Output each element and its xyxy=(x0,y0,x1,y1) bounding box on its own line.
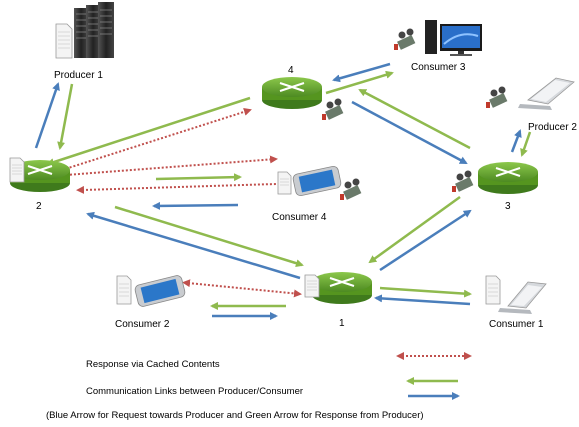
response-arrow xyxy=(155,173,242,182)
laptop-icon xyxy=(498,281,547,314)
router-icon xyxy=(10,160,70,192)
cached-response-arrow xyxy=(61,108,252,171)
router-icon xyxy=(312,272,372,304)
request-arrow xyxy=(332,62,391,83)
phone-icon xyxy=(292,165,342,197)
request-arrow xyxy=(374,294,471,306)
arrows xyxy=(34,62,532,320)
document-icon xyxy=(485,275,501,305)
legend-cached-label: Response via Cached Contents xyxy=(86,359,220,370)
desktop-icon xyxy=(425,20,482,56)
consumer-1 xyxy=(485,275,547,314)
response-arrow xyxy=(379,286,472,298)
camera-icon xyxy=(486,86,508,108)
legend-note: (Blue Arrow for Request towards Producer… xyxy=(46,410,424,421)
request-arrow xyxy=(510,129,522,153)
request-arrow xyxy=(34,82,60,149)
router-2 xyxy=(9,157,70,192)
request-arrow xyxy=(86,211,301,280)
consumer-2 xyxy=(116,275,186,307)
response-arrow xyxy=(358,88,471,150)
producer-1 xyxy=(55,2,114,59)
laptop-icon xyxy=(518,77,575,110)
producer-1-label: Producer 1 xyxy=(54,70,103,81)
consumer-4 xyxy=(277,165,362,200)
cached-response-arrow xyxy=(182,279,302,298)
response-arrow xyxy=(57,83,74,150)
router-1 xyxy=(304,272,372,304)
cached-response-arrow xyxy=(76,183,277,194)
router-icon xyxy=(478,162,538,194)
router-icon xyxy=(262,77,322,109)
consumer-3-label: Consumer 3 xyxy=(411,62,466,73)
response-arrow xyxy=(46,96,251,166)
legend: Response via Cached Contents Communicati… xyxy=(46,352,472,421)
cached-response-arrow xyxy=(60,155,278,179)
document-icon xyxy=(277,171,292,195)
camera-icon xyxy=(322,98,344,120)
document-icon xyxy=(9,157,25,183)
document-icon xyxy=(116,275,132,305)
legend-links-label: Communication Links between Producer/Con… xyxy=(86,386,303,397)
node-labels: Producer 1 Producer 2 Consumer 3 Consume… xyxy=(36,62,577,330)
consumer-2-label: Consumer 2 xyxy=(115,319,170,330)
response-arrow xyxy=(368,195,461,264)
camera-icon xyxy=(452,170,474,192)
producer-2-label: Producer 2 xyxy=(528,122,577,133)
consumer-3 xyxy=(394,20,482,56)
router-4-label: 4 xyxy=(288,65,294,76)
consumer-4-label: Consumer 4 xyxy=(272,212,327,223)
router-1-label: 1 xyxy=(339,318,345,329)
response-arrow xyxy=(520,131,532,157)
router-3 xyxy=(478,162,538,194)
router-3-label: 3 xyxy=(505,201,511,212)
request-arrow xyxy=(351,100,468,165)
router-2-label: 2 xyxy=(36,201,42,212)
document-icon xyxy=(304,274,320,298)
consumer-1-label: Consumer 1 xyxy=(489,319,544,330)
camera-icon xyxy=(340,178,362,200)
response-arrow xyxy=(325,70,394,95)
request-arrow xyxy=(379,209,472,272)
producer-2 xyxy=(486,77,575,110)
request-arrow xyxy=(152,201,239,210)
document-icon xyxy=(55,23,73,59)
server-icon xyxy=(74,2,114,58)
camera-icon xyxy=(394,28,416,50)
response-arrow xyxy=(114,205,304,268)
router-4 xyxy=(262,77,322,109)
phone-icon xyxy=(134,275,186,307)
